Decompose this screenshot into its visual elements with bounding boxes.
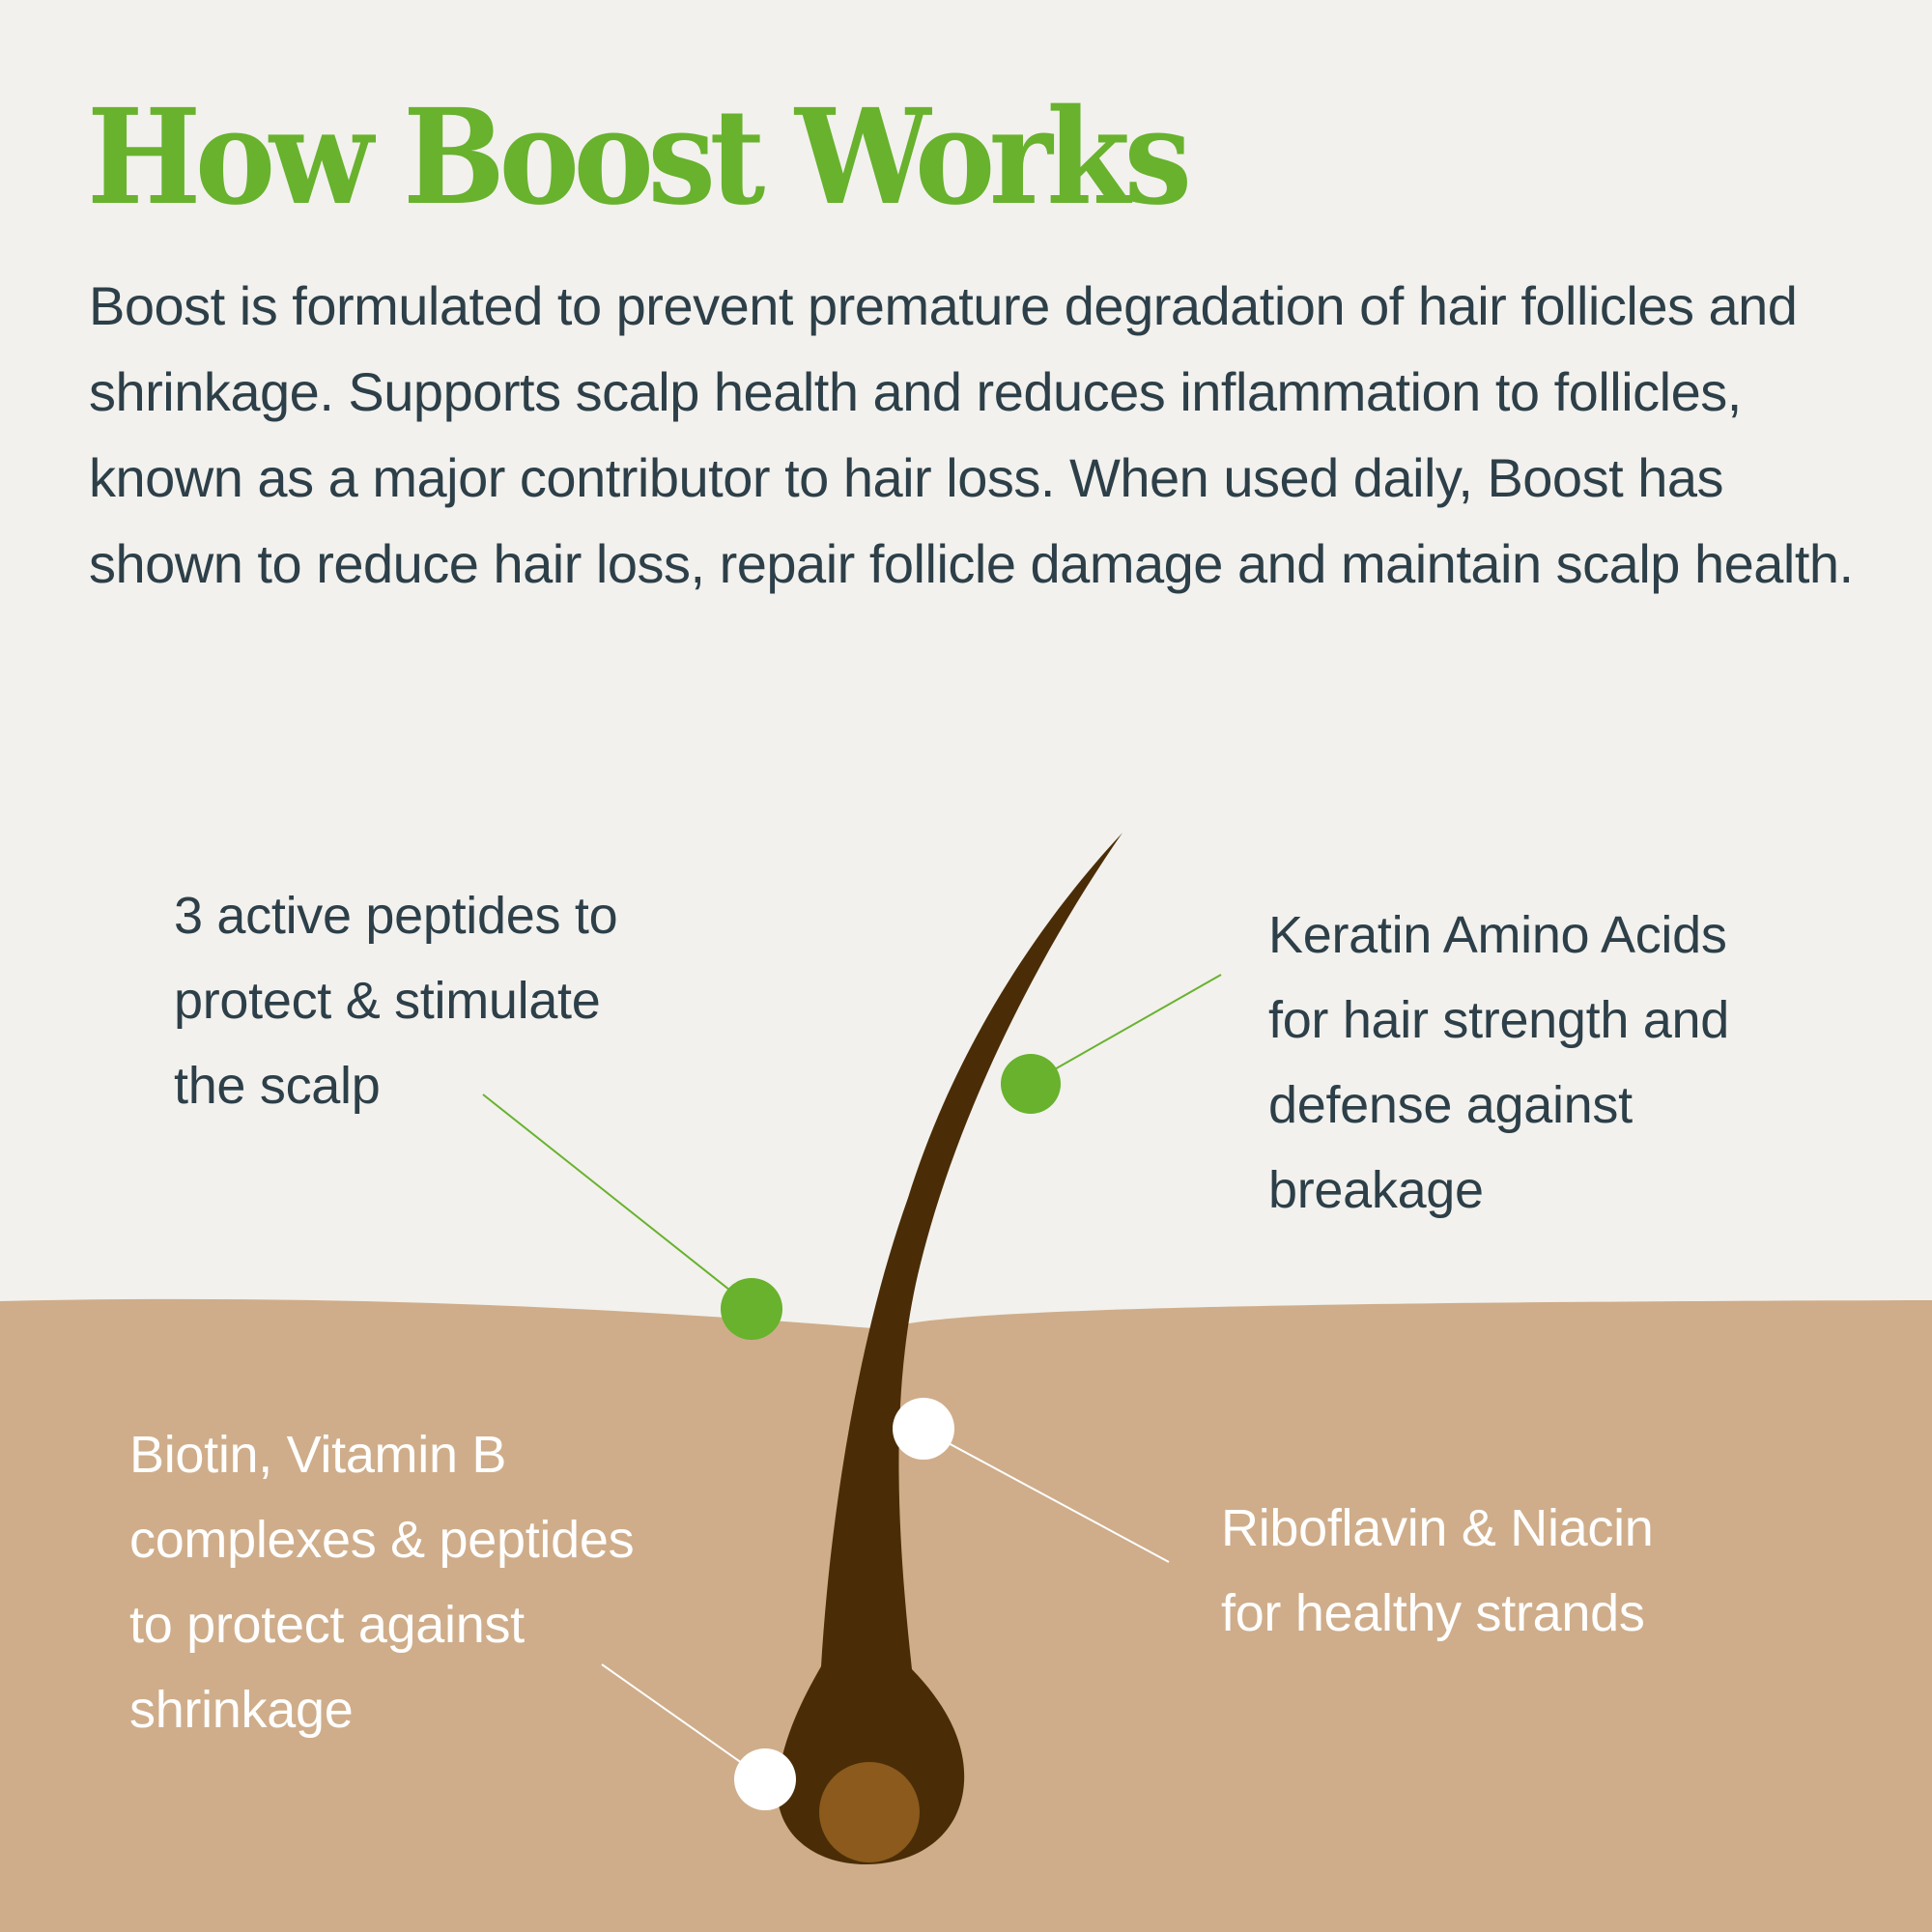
callout-keratin: Keratin Amino Acids for hair strength an… <box>1268 893 1729 1233</box>
callout-line: Biotin, Vitamin B <box>129 1426 507 1484</box>
callout-line: 3 active peptides to <box>174 887 618 945</box>
callout-line: defense against <box>1268 1076 1633 1134</box>
callout-riboflavin: Riboflavin & Niacin for healthy strands <box>1221 1486 1654 1656</box>
callout-line: complexes & peptides <box>129 1511 635 1569</box>
page-title: How Boost Works <box>87 80 1192 235</box>
callout-line: for healthy strands <box>1221 1584 1645 1642</box>
callout-line: Riboflavin & Niacin <box>1221 1499 1654 1557</box>
callout-line: protect & stimulate <box>174 972 601 1030</box>
peptides-marker-dot <box>721 1278 782 1340</box>
callout-line: the scalp <box>174 1057 381 1115</box>
riboflavin-leader-line <box>946 1441 1170 1563</box>
peptides-leader-line <box>482 1094 740 1298</box>
intro-paragraph: Boost is formulated to prevent premature… <box>89 275 1854 594</box>
scalp-skin-layer <box>0 1298 1932 1932</box>
biotin-marker-dot <box>734 1748 796 1810</box>
callout-peptides: 3 active peptides to protect & stimulate… <box>174 873 618 1128</box>
riboflavin-marker-dot <box>893 1398 954 1460</box>
keratin-marker-dot <box>1001 1054 1061 1114</box>
dermal-papilla-icon <box>819 1762 920 1862</box>
callout-line: for hair strength and <box>1268 991 1729 1049</box>
callout-line: to protect against <box>129 1596 525 1654</box>
callout-line: breakage <box>1268 1161 1484 1219</box>
callout-line: shrinkage <box>129 1681 354 1739</box>
biotin-leader-line <box>601 1663 750 1769</box>
keratin-leader-line <box>1052 974 1222 1071</box>
callout-biotin: Biotin, Vitamin B complexes & peptides t… <box>129 1412 635 1752</box>
hair-shaft-icon <box>777 833 1122 1864</box>
callout-line: Keratin Amino Acids <box>1268 906 1727 964</box>
